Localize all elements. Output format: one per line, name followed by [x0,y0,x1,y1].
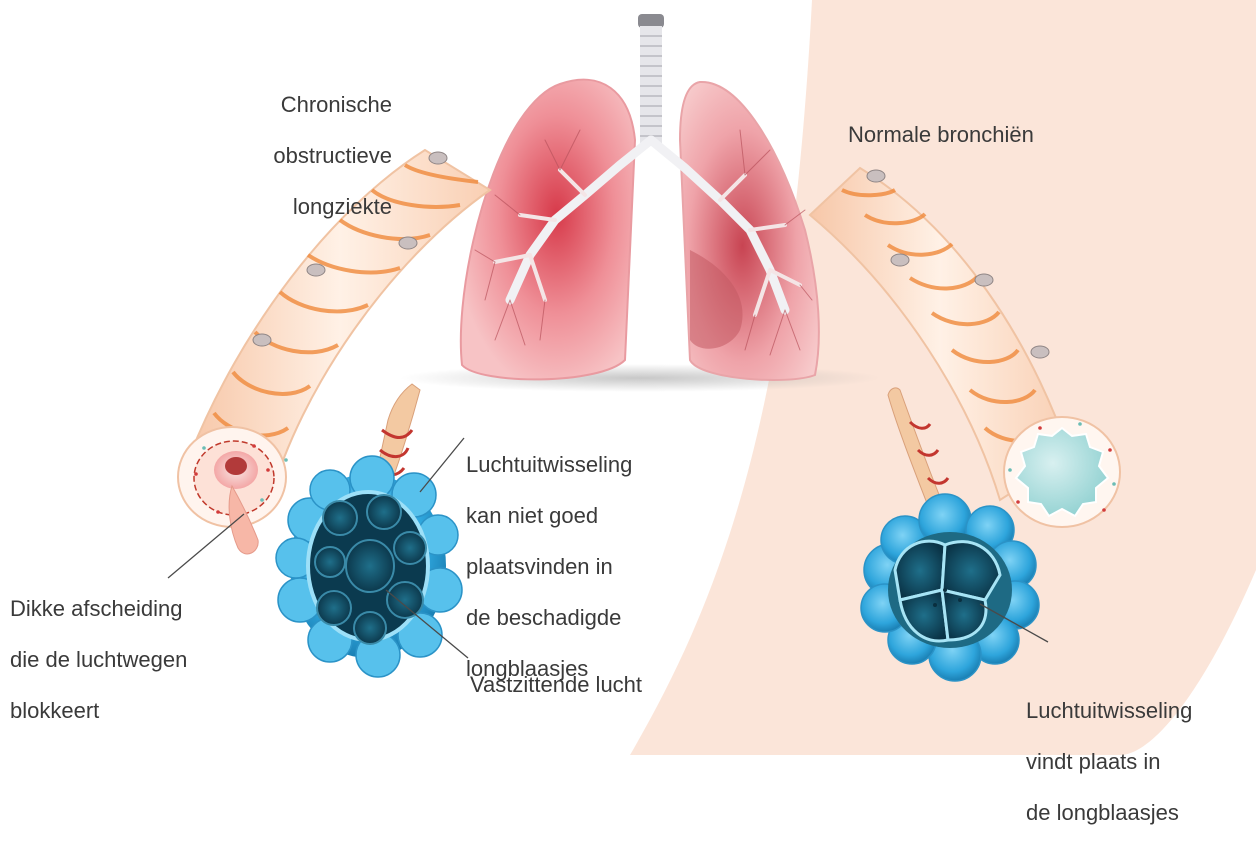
thick-mucus-line-2: die de luchtwegen [10,647,187,673]
damaged-alveoli [276,384,462,677]
thick-mucus-line-1: Dikke afscheiding [10,596,187,622]
copd-title-line-3: longziekte [204,194,392,220]
trapped-air-line: Vastzittende lucht [470,672,642,698]
damaged-exchange-line-3: plaatsvinden in [466,554,632,580]
damaged-exchange-line-2: kan niet goed [466,503,632,529]
damaged-exchange-line-1: Luchtuitwisseling [466,452,632,478]
normal-bronchi-label: Normale bronchiën [848,96,1034,173]
normal-exchange-line-1: Luchtuitwisseling [1026,698,1192,724]
normal-exchange-line-2: vindt plaats in [1026,749,1192,775]
leader-thick-mucus [168,514,244,578]
thick-mucus-line-3: blokkeert [10,698,187,724]
leader-damaged-exchange [420,438,464,492]
damaged-exchange-line-4: de beschadigde [466,605,632,631]
thick-mucus-label: Dikke afscheiding die de luchtwegen blok… [10,570,187,749]
trapped-air-label: Vastzittende lucht [470,646,642,723]
copd-cross-section [178,427,288,554]
normal-title-line: Normale bronchiën [848,122,1034,148]
normal-cross-section [1004,417,1120,527]
normal-exchange-label: Luchtuitwisseling vindt plaats in de lon… [1026,672,1192,851]
copd-title-label: Chronische obstructieve longziekte [204,66,392,245]
copd-title-line-1: Chronische [204,92,392,118]
copd-title-line-2: obstructieve [204,143,392,169]
trachea [638,14,664,144]
normal-exchange-line-3: de longblaasjes [1026,800,1192,826]
